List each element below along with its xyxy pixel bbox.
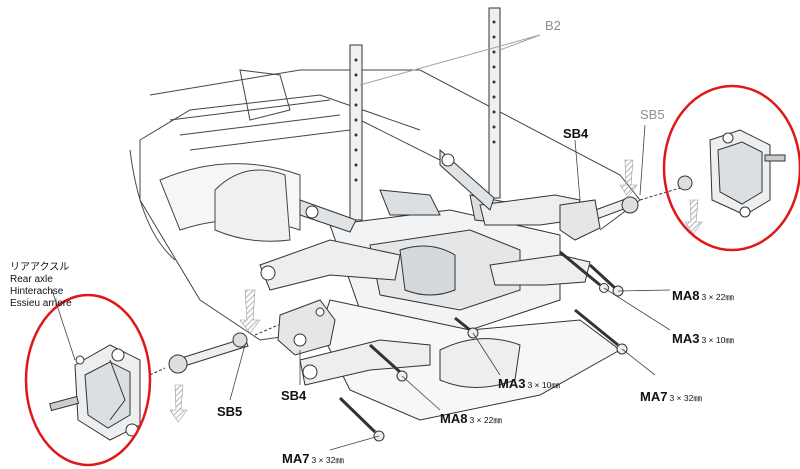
rear-hub-left: [49, 344, 141, 441]
rear-driveshaft-left: [149, 319, 291, 376]
ma7-bottom-code: MA7: [282, 451, 310, 466]
suspension-arm-left: [259, 239, 431, 386]
highlight-rings: [24, 84, 800, 467]
label-sb4-top: SB4: [563, 126, 589, 141]
chassis-plate: [319, 299, 621, 421]
ma8-center-size: 3 × 22㎜: [469, 415, 502, 425]
highlight-ring-right: [662, 84, 800, 252]
ma3-right-code: MA3: [672, 331, 700, 346]
ma8-right-code: MA8: [672, 288, 700, 303]
ma7-right-code: MA7: [640, 389, 668, 404]
label-b2: B2: [545, 18, 561, 33]
label-sb5-top: SB5: [640, 107, 665, 122]
b2-posts: [299, 7, 501, 233]
label-sb4-bottom: SB4: [281, 388, 307, 403]
ma8-right-size: 3 × 22㎜: [701, 292, 734, 302]
rear-hub-right: [677, 129, 786, 218]
ma7-bottom-size: 3 × 32㎜: [311, 455, 344, 465]
highlight-ring-left: [24, 293, 152, 467]
rear-carrier-left: [277, 299, 336, 356]
ma3-center-size: 3 × 10㎜: [527, 380, 560, 390]
ma8-center-code: MA8: [440, 411, 468, 426]
ma3-right-size: 3 × 10㎜: [701, 335, 734, 345]
rear-axle-ja: リアアクスル: [10, 262, 70, 273]
label-sb5-bottom: SB5: [217, 404, 243, 419]
screw-ma3-right: [559, 250, 609, 293]
rear-axle-fr: Essieu arriere: [10, 298, 72, 309]
rear-axle-en: Rear axle: [10, 274, 53, 285]
screw-ma7-bottom: [338, 396, 385, 442]
leader-lines: [51, 124, 671, 451]
direction-arrows: [169, 159, 703, 423]
rear-axle-label: リアアクスル Rear axle Hinterachse Essieu arri…: [10, 262, 72, 310]
ma3-center-code: MA3: [498, 376, 526, 391]
chassis-outline: [129, 69, 641, 341]
gearbox: [329, 189, 561, 331]
rear-axle-de: Hinterachse: [10, 286, 64, 297]
ma7-right-size: 3 × 32㎜: [669, 393, 702, 403]
rear-driveshaft-right: [559, 187, 681, 241]
b2-callout-lines: [359, 34, 541, 86]
